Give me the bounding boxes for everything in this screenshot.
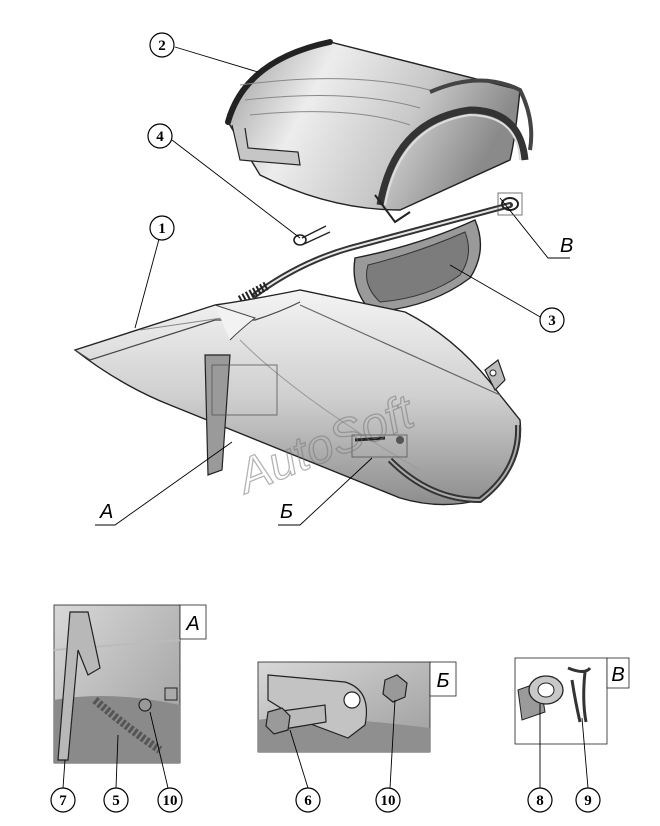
detail-v-label: В (611, 664, 624, 686)
svg-text:2: 2 (158, 38, 166, 54)
callout-10-a: 10 (157, 787, 183, 813)
detail-a-label: А (185, 613, 199, 635)
view-v-frame (497, 192, 523, 216)
svg-text:6: 6 (304, 793, 312, 809)
svg-text:9: 9 (584, 793, 592, 809)
view-label-a: А (99, 501, 113, 523)
detail-b-leaders (289, 699, 396, 789)
detail-view-b: Б (257, 661, 457, 753)
view-label-v: В (560, 235, 573, 257)
detail-v-leaders (539, 704, 589, 789)
callout-7: 7 (50, 787, 76, 813)
view-label-b: Б (280, 501, 293, 523)
callout-6: 6 (295, 787, 321, 813)
callout-2: 2 (149, 32, 175, 58)
svg-text:10: 10 (163, 793, 178, 809)
svg-text:5: 5 (112, 793, 120, 809)
svg-text:3: 3 (548, 313, 556, 329)
callout-9: 9 (575, 787, 601, 813)
callout-8: 8 (527, 787, 553, 813)
svg-text:4: 4 (156, 129, 164, 145)
callout-3: 3 (539, 307, 565, 333)
detail-a-leaders (62, 711, 169, 789)
callout-10-b: 10 (375, 787, 401, 813)
detail-view-v: В (514, 657, 630, 745)
part-trough (73, 289, 522, 506)
svg-text:7: 7 (59, 793, 67, 809)
svg-text:1: 1 (158, 221, 166, 237)
svg-text:10: 10 (381, 793, 396, 809)
main-callouts (95, 46, 570, 526)
callout-1: 1 (149, 215, 175, 241)
part-cover (225, 39, 534, 224)
callout-5: 5 (103, 787, 129, 813)
detail-b-label: Б (436, 670, 449, 692)
svg-text:8: 8 (536, 793, 544, 809)
part-rod (237, 197, 519, 304)
part-flap (353, 219, 482, 313)
callout-4: 4 (147, 123, 173, 149)
detail-view-a: А (53, 604, 207, 764)
